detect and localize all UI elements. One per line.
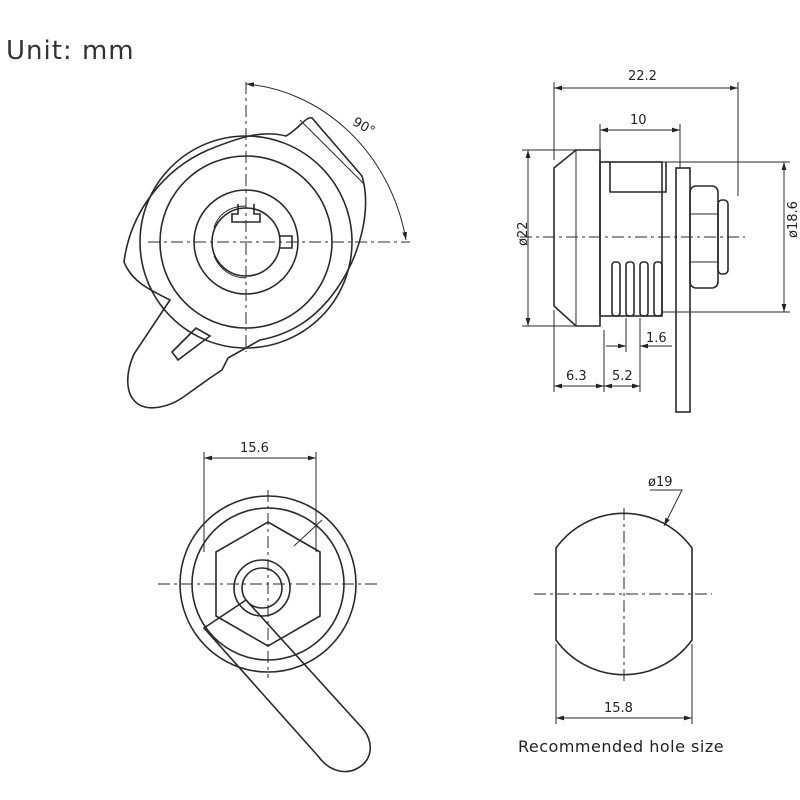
rear-leader — [293, 519, 323, 547]
unit-label: Unit: mm — [6, 36, 135, 66]
screw-head-inner — [241, 567, 283, 609]
rear-view: 15.6 — [158, 441, 378, 773]
rear-lever — [202, 598, 371, 773]
flange-thickness-label: 6.3 — [566, 369, 587, 384]
groove-3 — [639, 261, 649, 317]
groove-4 — [653, 261, 663, 317]
body-slot-top — [609, 162, 667, 193]
hole-outline — [555, 512, 693, 676]
screw-tip — [717, 199, 729, 275]
flange-diameter-label: ø22 — [516, 222, 531, 247]
side-view: 22.2 10 ø22 ø18.6 6.3 5.2 1.6 — [516, 69, 800, 413]
groove-1 — [611, 261, 621, 317]
hole-flat-width-label: 15.8 — [604, 701, 633, 716]
hex-nut — [215, 521, 321, 647]
hole-diameter-label: ø19 — [648, 475, 673, 490]
cam-thickness-label: 1.6 — [646, 331, 667, 346]
lever-web — [170, 327, 212, 362]
cam-outline — [123, 117, 367, 409]
thread-length-label: 5.2 — [612, 369, 633, 384]
nut-diameter-label: ø18.6 — [786, 201, 800, 238]
overall-length-label: 22.2 — [628, 69, 657, 84]
rotation-extension — [299, 119, 365, 185]
front-view: 90° — [123, 82, 410, 409]
rear-inner-circle — [191, 507, 345, 661]
flange-head — [553, 149, 601, 327]
screw-head-outer — [233, 559, 291, 617]
hole-view: ø19 15.8 — [534, 475, 712, 724]
hole-diameter-leader — [650, 489, 683, 527]
body-length-label: 10 — [630, 113, 647, 128]
groove-2 — [625, 261, 635, 317]
recommended-hole-caption: Recommended hole size — [518, 737, 725, 756]
cam-plate — [675, 167, 691, 413]
rear-outer-circle — [179, 495, 357, 673]
rotation-arc — [245, 82, 407, 241]
rotation-angle-label: 90° — [350, 115, 377, 140]
inner-arc-2 — [213, 255, 247, 279]
across-flats-label: 15.6 — [240, 441, 269, 456]
inner-arc-1 — [213, 205, 247, 229]
